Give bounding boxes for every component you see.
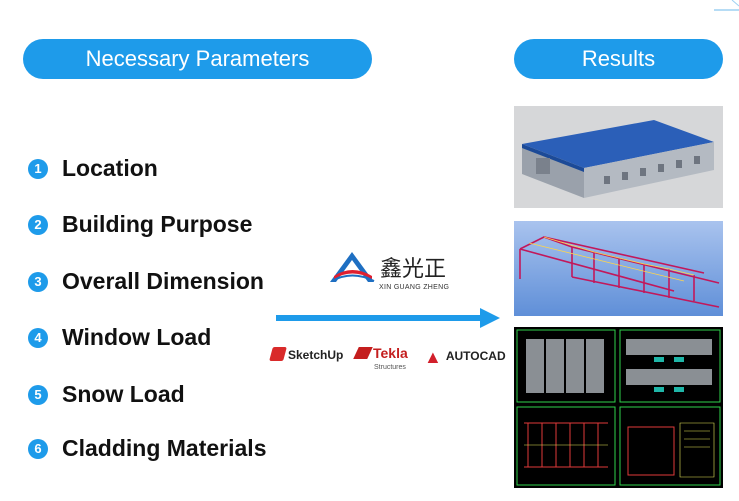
parameter-item-cladding-materials: 6 Cladding Materials	[28, 435, 266, 462]
tekla-structures-label: Structures	[374, 364, 406, 371]
company-logo: 鑫光正	[330, 252, 446, 282]
steel-frame-model-image	[514, 221, 723, 316]
parameter-label: Building Purpose	[62, 211, 253, 237]
necessary-parameters-header: Necessary Parameters	[23, 39, 372, 79]
building-3d-render-image	[514, 106, 723, 208]
parameter-item-building-purpose: 2 Building Purpose	[28, 211, 252, 238]
software-logos: SketchUp Tekla Structures ▲AUTOCAD	[269, 343, 511, 373]
parameter-item-snow-load: 5 Snow Load	[28, 381, 185, 408]
number-badge: 1	[28, 158, 48, 179]
parameter-label: Overall Dimension	[62, 268, 264, 294]
logo-mark-icon	[330, 252, 375, 282]
parameter-item-window-load: 4 Window Load	[28, 324, 211, 351]
parameter-label: Window Load	[62, 324, 212, 350]
sketchup-logo: SketchUp	[269, 347, 343, 362]
number-badge: 5	[28, 384, 48, 405]
number-badge: 6	[28, 438, 48, 459]
parameter-item-location: 1 Location	[28, 155, 158, 182]
tekla-logo: Tekla	[353, 345, 408, 361]
autocad-icon: ▲	[424, 347, 442, 367]
parameter-label: Cladding Materials	[62, 435, 267, 461]
company-chinese-name: 鑫光正	[380, 257, 446, 282]
results-title: Results	[581, 46, 656, 71]
company-pinyin: XIN GUANG ZHENG	[379, 284, 450, 291]
autocad-logo: ▲AUTOCAD	[424, 347, 506, 367]
corner-decoration-icon	[714, 0, 739, 11]
results-header: Results	[514, 39, 723, 79]
right-arrow-icon	[276, 308, 500, 328]
number-badge: 2	[28, 214, 48, 235]
tekla-icon	[353, 347, 373, 359]
parameter-item-overall-dimension: 3 Overall Dimension	[28, 268, 264, 295]
parameter-label: Snow Load	[62, 381, 185, 407]
number-badge: 4	[28, 327, 48, 348]
sketchup-icon	[269, 347, 287, 361]
parameter-label: Location	[62, 155, 158, 181]
necessary-parameters-title: Necessary Parameters	[85, 46, 310, 71]
number-badge: 3	[28, 271, 48, 292]
cad-drawings-image	[514, 327, 723, 488]
